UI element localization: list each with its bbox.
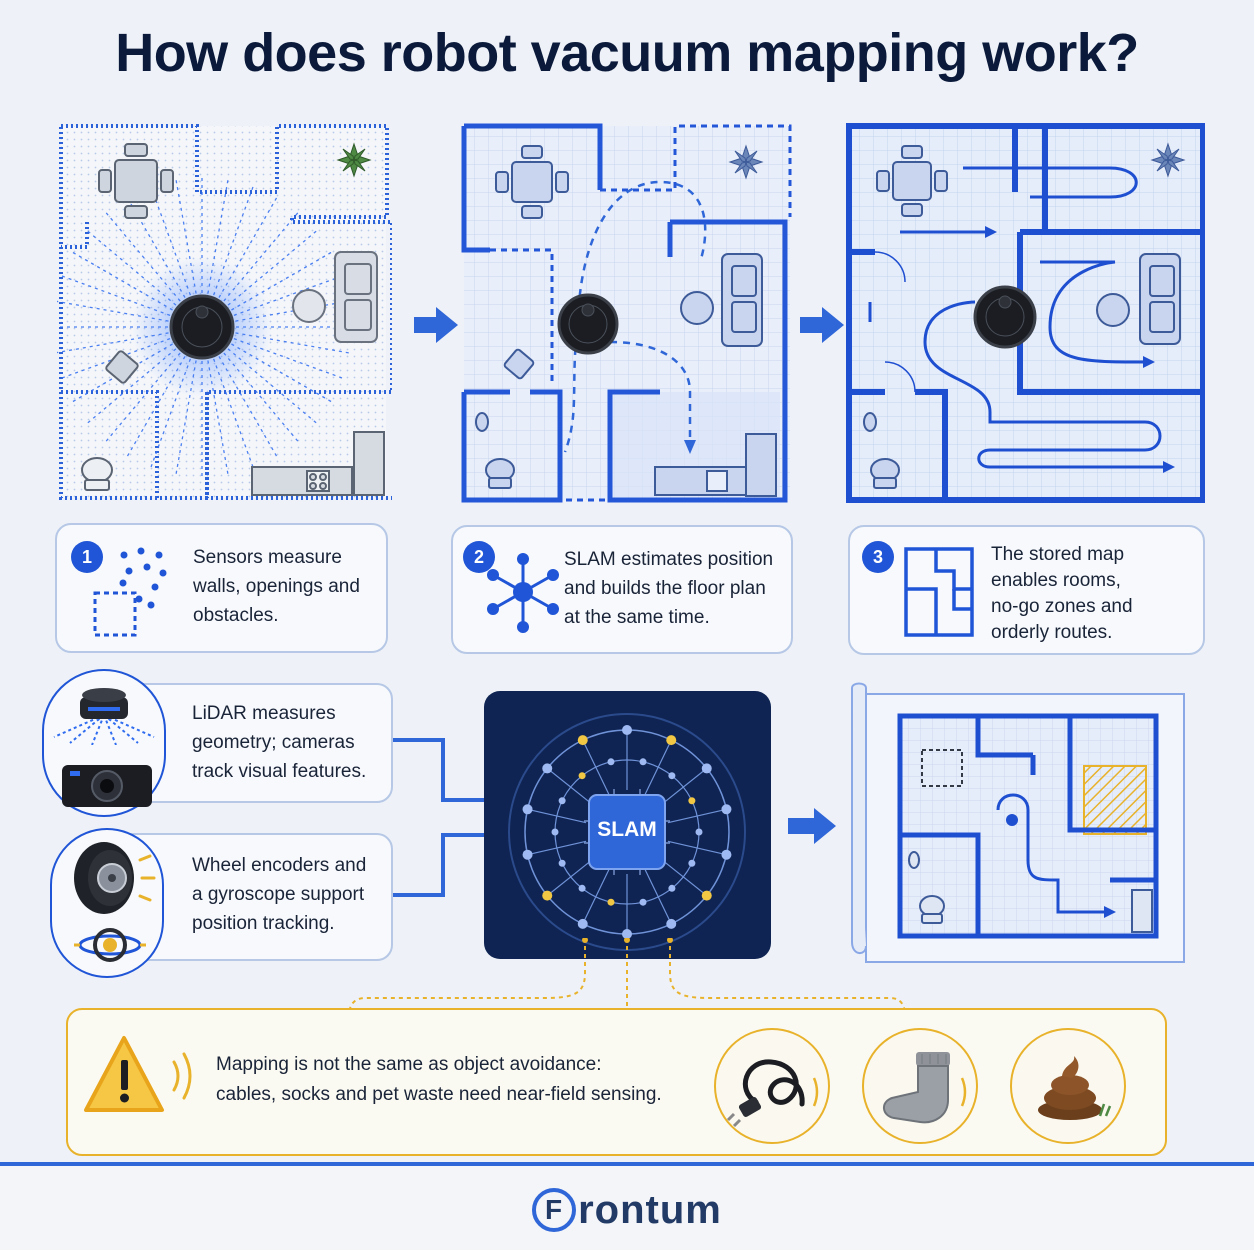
step-2-line: at the same time. <box>564 607 710 628</box>
gyroscope-icon <box>70 920 150 970</box>
step-2-line: SLAM estimates position <box>564 549 774 570</box>
wheel-line: position tracking. <box>192 913 335 934</box>
flow-arrow-icon <box>800 305 846 345</box>
flow-arrow-icon <box>788 806 838 846</box>
pet-waste-icon-frame <box>1010 1028 1126 1144</box>
slam-chip-label: SLAM <box>597 818 657 841</box>
camera-icon <box>60 763 154 809</box>
lidar-line: track visual features. <box>192 761 367 782</box>
page-title: How does robot vacuum mapping work? <box>115 23 1139 83</box>
warning-line: Mapping is not the same as object avoida… <box>216 1054 602 1075</box>
floor-plan-scan <box>57 122 392 504</box>
warning-line: cables, socks and pet waste need near-fi… <box>216 1084 662 1105</box>
step-3-line: enables rooms, <box>991 570 1121 591</box>
robot-vacuum-icon <box>557 293 619 355</box>
floor-plan-slam <box>460 122 795 504</box>
robot-vacuum-icon <box>973 285 1037 349</box>
step-1-line: obstacles. <box>193 605 279 626</box>
floor-plan-stored-map <box>845 122 1205 504</box>
step-1-line: walls, openings and <box>193 576 360 597</box>
sock-icon <box>883 1052 967 1124</box>
step-number-badge: 2 <box>463 541 495 573</box>
robot-vacuum-icon <box>169 294 235 360</box>
lidar-sensor-icon <box>48 675 160 745</box>
sock-icon-frame <box>862 1028 978 1144</box>
step-3-line: orderly routes. <box>991 622 1113 643</box>
step-card-1: 1 Sensors measure walls, openings and ob… <box>55 523 388 653</box>
step-2-line: and builds the floor plan <box>564 578 766 599</box>
footer-divider <box>0 1162 1254 1166</box>
slam-processor-panel: SLAM <box>484 691 771 959</box>
warning-panel: Mapping is not the same as object avoida… <box>66 1008 1167 1156</box>
lidar-camera-icon-frame <box>42 669 166 817</box>
lidar-line: geometry; cameras <box>192 732 355 753</box>
step-3-line: no-go zones and <box>991 596 1133 617</box>
step-number-badge: 3 <box>862 541 894 573</box>
wheel-line: Wheel encoders and <box>192 855 367 876</box>
lidar-line: LiDAR measures <box>192 703 336 724</box>
pet-waste-icon <box>1038 1056 1112 1120</box>
step-number-badge: 1 <box>71 541 103 573</box>
wheel-encoder-icon <box>64 838 160 918</box>
warning-connectors <box>345 938 910 1018</box>
cable-icon <box>726 1059 819 1128</box>
network-node-icon <box>481 547 561 637</box>
sensor-dots-icon <box>89 543 169 643</box>
step-3-line: The stored map <box>991 544 1125 565</box>
brand-logo-mark: F <box>532 1188 577 1233</box>
cable-icon-frame <box>714 1028 830 1144</box>
step-card-3: 3 The stored map enables rooms, no-go zo… <box>848 525 1205 655</box>
flow-arrow-icon <box>414 305 460 345</box>
warning-triangle-icon <box>82 1034 202 1120</box>
step-card-2: 2 SLAM estimates position and builds the… <box>451 525 793 654</box>
floor-plan-icon <box>902 547 978 639</box>
wheel-gyro-icon-frame <box>50 828 164 978</box>
blueprint-map <box>848 680 1188 965</box>
wheel-line: a gyroscope support <box>192 884 365 905</box>
step-1-line: Sensors measure <box>193 547 342 568</box>
footer <box>0 1166 1254 1250</box>
brand-name: rontum <box>578 1187 722 1232</box>
